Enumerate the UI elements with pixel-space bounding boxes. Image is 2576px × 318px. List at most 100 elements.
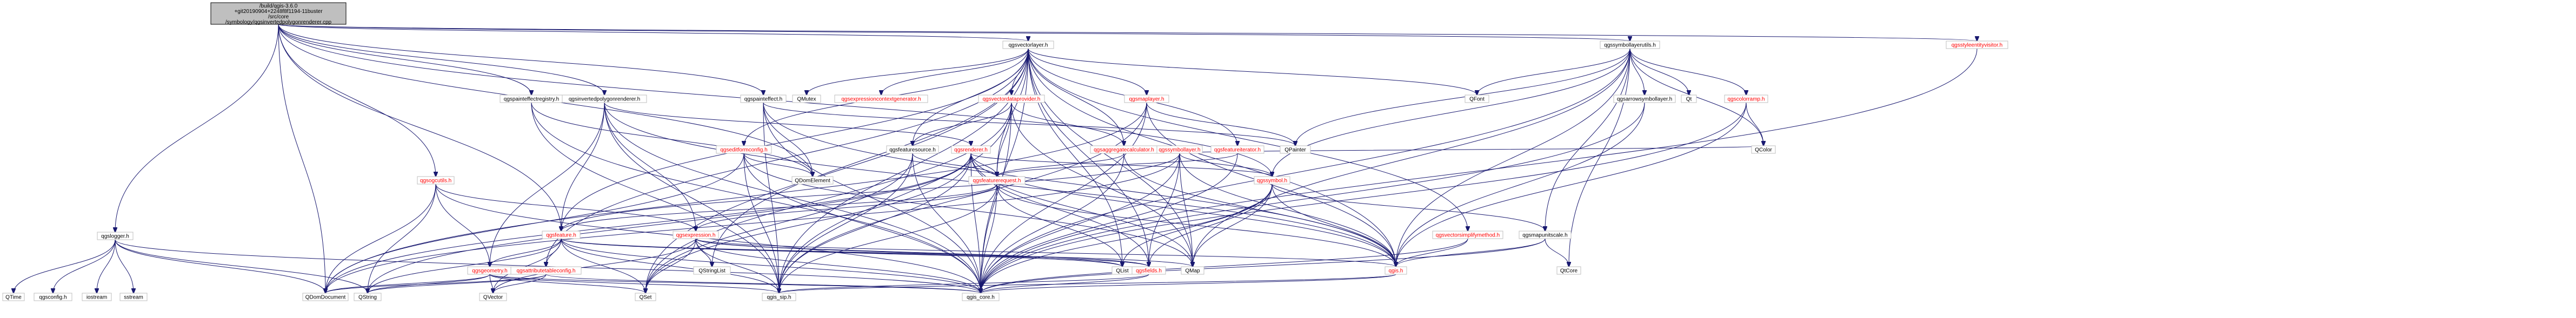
edge-qgseditformconfig_h-to-qgis_core_h: [743, 153, 981, 293]
node-qt[interactable]: Qt: [1681, 94, 1697, 103]
node-qgsconfig-h[interactable]: qgsconfig.h: [34, 293, 72, 301]
edge-qgsinvertedpolygonrenderer_h-to-qgis_core_h: [604, 102, 981, 293]
edge-qgscolorramp_h-to-qgis_core_h: [981, 102, 1747, 293]
node-qgis-sip-h[interactable]: qgis_sip.h: [762, 293, 796, 301]
edge-qgsvectorlayer_h-to-qgsvectorsimplifymethod_h: [1028, 48, 1468, 231]
node-qgsaggregatecalculator-h[interactable]: qgsaggregatecalculator.h: [1090, 145, 1158, 154]
edge-qgsfeature_h-to-qlist: [561, 238, 1122, 267]
node-qgsgeometry-h[interactable]: qgsgeometry.h: [467, 266, 512, 275]
node-qgsfeatureiterator-h[interactable]: qgsfeatureiterator.h: [1210, 145, 1264, 154]
node-qmap[interactable]: QMap: [1181, 266, 1204, 275]
node-qgsattributetableconfig-h[interactable]: qgsattributetableconfig.h: [510, 266, 582, 275]
node-box: [968, 176, 1026, 185]
node-qset[interactable]: QSet: [635, 293, 656, 301]
node-qgseditformconfig-h[interactable]: qgseditformconfig.h: [716, 145, 772, 154]
node-qgssymbol-h[interactable]: qgssymbol.h: [1254, 176, 1290, 185]
node-qgsfeaturerequest-h[interactable]: qgsfeaturerequest.h: [968, 176, 1026, 185]
edge-qgsexpression_h-to-qgis_core_h: [695, 238, 981, 293]
node-qgsinvertedpolygonrenderer-h[interactable]: qgsinvertedpolygonrenderer.h: [562, 94, 647, 103]
node-box: [962, 293, 1000, 301]
node-label: qgsfeaturerequest.h: [973, 178, 1021, 184]
node-label: qgsfeaturesource.h: [889, 147, 936, 153]
node-label: Qt: [1686, 97, 1692, 103]
node-qcore[interactable]: QtCore: [1556, 266, 1581, 275]
edge-qgsogcutils_h-to-qgsexpression_h: [435, 184, 696, 231]
node-qgssymbollayerutils-h[interactable]: qgssymbollayerutils.h: [1600, 40, 1660, 49]
node-label: qgsexpression.h: [676, 233, 716, 239]
node-qlist[interactable]: QList: [1111, 266, 1133, 275]
node-qtime[interactable]: QTime: [2, 293, 25, 301]
node-qgsarrowsymbollayer-h[interactable]: qgsarrowsymbollayer.h: [1613, 94, 1676, 103]
edge-qgsrenderer_h-to-qstring: [368, 153, 971, 293]
edge-qgsinvertedpolygonrenderer_h-to-qgis_sip_h: [604, 102, 779, 293]
node-label-line: /symbology/qgsinvertedpolygonrenderer.cp…: [225, 19, 332, 25]
edge-qgsexpression_h-to-qgis_h: [695, 238, 1396, 267]
edge-root-to-qgslogger_h: [115, 24, 279, 232]
node-qmutex[interactable]: QMutex: [792, 94, 821, 103]
edge-qgsvectorlayer_h-to-qlist: [1028, 48, 1122, 267]
node-qdomelement[interactable]: QDomElement: [791, 176, 834, 185]
node-qgspainteffectregistry-h[interactable]: qgspainteffectregistry.h: [500, 94, 563, 103]
node-label: qgssymbollayer.h: [1159, 147, 1200, 153]
node-qpainter[interactable]: QPainter: [1280, 145, 1311, 154]
node-label: qgsinvertedpolygonrenderer.h: [569, 97, 640, 103]
node-qstringlist[interactable]: QStringList: [693, 266, 731, 275]
node-qgscolorramp-h[interactable]: qgscolorramp.h: [1724, 94, 1768, 103]
node-qgsexpression-h[interactable]: qgsexpression.h: [673, 231, 719, 239]
node-qcolor[interactable]: QColor: [1751, 145, 1776, 154]
node-sstream[interactable]: sstream: [119, 293, 148, 301]
node-qstring[interactable]: QString: [354, 293, 382, 301]
node-qgsfeature-h[interactable]: qgsfeature.h: [542, 231, 581, 239]
edge-qgsvectorlayer_h-to-qgsaggregatecalculator_h: [1028, 48, 1124, 146]
node-qgsexpressioncontextgenerator-h[interactable]: qgsexpressioncontextgenerator.h: [834, 94, 928, 103]
edge-qgssymbollayer_h-to-qgsfeature_h: [561, 153, 1180, 231]
node-qgsmaplayer-h[interactable]: qgsmaplayer.h: [1124, 94, 1169, 103]
edge-qgsvectorlayer_h-to-qgsmaplayer_h: [1028, 48, 1147, 95]
edge-qgssymbollayerutils_h-to-qpainter: [1295, 48, 1630, 146]
node-label: qgsarrowsymbollayer.h: [1617, 97, 1672, 103]
node-box: [417, 176, 455, 185]
node-iostream[interactable]: iostream: [82, 293, 112, 301]
edge-qgsfeature_h-to-qvector: [493, 238, 562, 293]
node-qgis-h[interactable]: qgis.h: [1384, 266, 1407, 275]
node-label: qgsaggregatecalculator.h: [1094, 147, 1154, 153]
node-root[interactable]: /build/qgis-3.6.0+git20190904+2248f8f119…: [210, 2, 347, 25]
node-label: qgspainteffectregistry.h: [504, 97, 559, 103]
edge-qgsvectorlayer_h-to-qfont: [1028, 48, 1477, 95]
node-label: QMutex: [797, 97, 816, 103]
node-box: [302, 293, 349, 301]
node-qgsfields-h[interactable]: qgsfields.h: [1131, 266, 1166, 275]
node-qgslogger-h[interactable]: qgslogger.h: [97, 232, 134, 240]
node-box: [82, 293, 112, 301]
edge-root-to-qgsstyleentityvisitor_h: [278, 24, 1977, 41]
edge-root-to-qgsogcutils_h: [278, 24, 436, 177]
node-qfont[interactable]: QFont: [1465, 94, 1489, 103]
node-box: [1254, 176, 1290, 185]
edge-qgsfeatureiterator_h-to-qgsfeaturerequest_h: [997, 153, 1238, 177]
node-qgspainteffect-h[interactable]: qgspainteffect.h: [740, 94, 787, 103]
node-qdomdocument[interactable]: QDomDocument: [302, 293, 349, 301]
node-qgssymbollayer-h[interactable]: qgssymbollayer.h: [1156, 145, 1203, 154]
edge-qgsgeometry_h-to-qstring: [368, 274, 490, 293]
node-label: qgsexpressioncontextgenerator.h: [841, 97, 921, 103]
node-box: [740, 94, 787, 103]
edge-qgsgeometry_h-to-qgis_sip_h: [489, 274, 779, 293]
node-qgsogcutils-h[interactable]: qgsogcutils.h: [417, 176, 455, 185]
node-qgsvectordataprovider-h[interactable]: qgsvectordataprovider.h: [978, 94, 1045, 103]
node-label: qgsmaplayer.h: [1129, 97, 1164, 103]
node-qgsmapunitscale-h[interactable]: qgsmapunitscale.h: [1519, 231, 1572, 239]
edge-qgsrenderer_h-to-qgis_sip_h: [779, 153, 971, 293]
node-qvector[interactable]: QVector: [479, 293, 507, 301]
edge-qgssymbollayerutils_h-to-qgsmapunitscale_h: [1545, 48, 1630, 231]
edge-qgsmapunitscale_h-to-qgis_core_h: [981, 238, 1546, 293]
node-qgsrenderer-h[interactable]: qgsrenderer.h: [951, 145, 991, 154]
node-qgsstyleentityvisitor-h[interactable]: qgsstyleentityvisitor.h: [1946, 40, 2008, 49]
node-qgsvectorsimplifymethod-h[interactable]: qgsvectorsimplifymethod.h: [1432, 231, 1503, 239]
edge-qgsogcutils_h-to-qgsgeometry_h: [435, 184, 490, 267]
edge-qgsfeaturerequest_h-to-qgsfeature_h: [561, 184, 997, 231]
node-qgis-core-h[interactable]: qgis_core.h: [962, 293, 1000, 301]
header-nodes: /build/qgis-3.6.0+git20190904+2248f8f119…: [2, 2, 2008, 301]
node-qgsvectorlayer-h[interactable]: qgsvectorlayer.h: [1002, 40, 1054, 49]
edge-qgsattributetableconfig_h-to-qgis_core_h: [545, 274, 981, 293]
node-qgsfeaturesource-h[interactable]: qgsfeaturesource.h: [886, 145, 939, 154]
